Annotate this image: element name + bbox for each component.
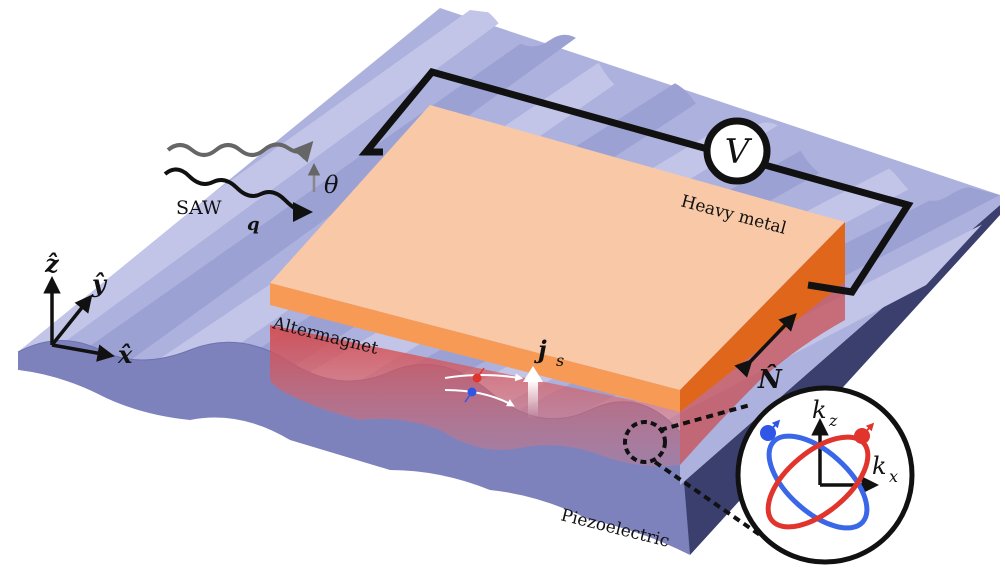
spin-down-fermi-surface xyxy=(766,433,870,531)
spin-current-arrow xyxy=(528,380,538,418)
substrate-front-ripple-highlight xyxy=(18,370,690,568)
kx-axis-subscript: x xyxy=(889,467,898,486)
circuit-wire xyxy=(358,68,914,296)
kz-axis-label: k xyxy=(812,396,827,424)
heavy-metal-front-face xyxy=(270,283,680,412)
axis-x-arrow xyxy=(51,343,115,362)
saw-wave-incident xyxy=(163,167,313,222)
axis-z-label: ẑ xyxy=(44,249,60,278)
spin-trajectory-down xyxy=(444,389,515,407)
saw-wave-reflected xyxy=(166,141,314,163)
theta-label: θ xyxy=(324,171,339,199)
altermagnet-front-face xyxy=(270,325,680,467)
kx-axis-label: k xyxy=(872,452,887,480)
zoom-source-circle xyxy=(623,420,667,464)
saw-waves: θ SAW q xyxy=(163,141,339,235)
spin-current-subscript: s xyxy=(556,351,564,370)
wavevector-q-label: q xyxy=(247,214,260,235)
zoom-line-bottom xyxy=(653,460,762,537)
neel-vector: N̂ xyxy=(734,312,797,395)
fermi-surface-inset: k z k x xyxy=(735,385,915,565)
spin-trajectory-up xyxy=(444,373,524,382)
voltmeter-icon xyxy=(703,117,771,185)
voltmeter-circuit: V xyxy=(358,68,914,296)
spin-current: j s xyxy=(444,335,564,418)
neel-vector-arrow xyxy=(734,312,797,378)
saw-label: SAW xyxy=(176,197,222,219)
heavy-metal-top-face xyxy=(270,105,845,390)
zoom-indicator xyxy=(623,403,762,537)
zoom-line-top xyxy=(659,403,751,432)
coordinate-axes: ẑ ŷ x̂ xyxy=(43,249,133,369)
kz-axis-subscript: z xyxy=(828,411,838,430)
axis-y-label: ŷ xyxy=(91,269,108,298)
axis-y-arrow xyxy=(50,294,93,347)
axis-x-label: x̂ xyxy=(117,340,133,369)
spin-current-label: j xyxy=(534,335,547,364)
neel-vector-label: N̂ xyxy=(757,364,783,395)
voltmeter-label: V xyxy=(725,132,753,172)
